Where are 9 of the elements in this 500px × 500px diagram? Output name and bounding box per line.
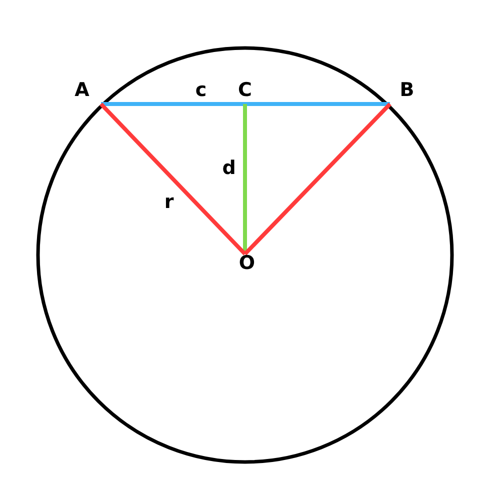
point-label: O <box>238 253 256 273</box>
point-label: C <box>238 80 252 100</box>
line-segment <box>243 104 247 254</box>
line-segment <box>245 102 390 106</box>
point-label: A <box>74 80 90 100</box>
line-segment <box>100 102 246 256</box>
line-segment <box>101 102 245 106</box>
point-label: B <box>400 80 414 100</box>
line-segment <box>244 102 392 256</box>
